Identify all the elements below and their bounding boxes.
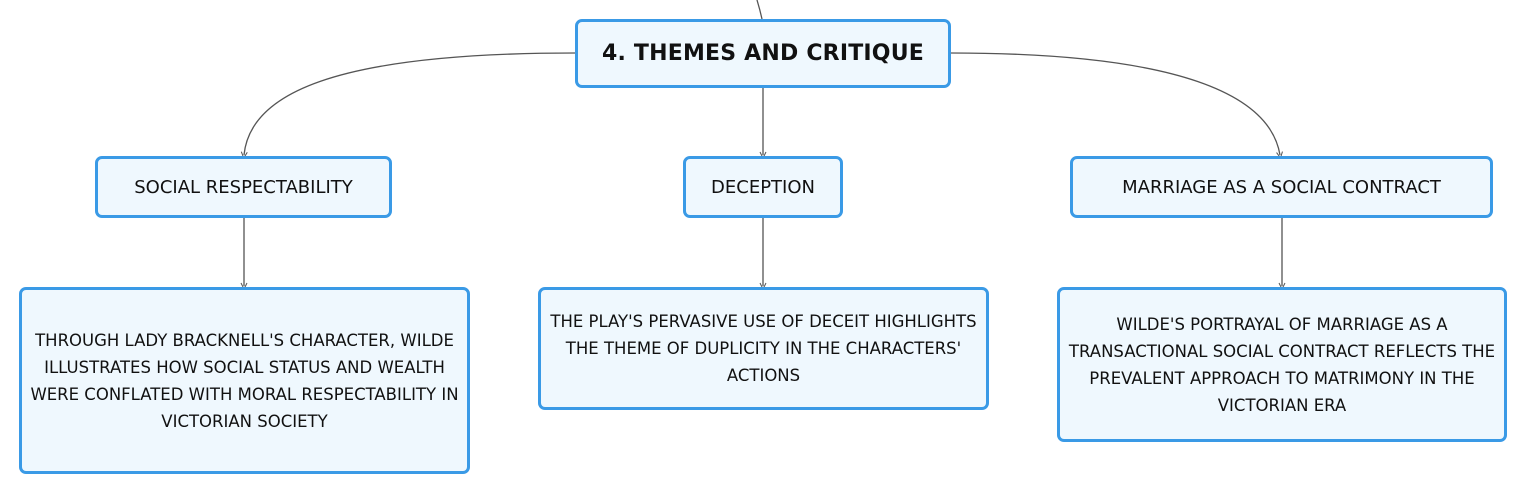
detail-node-text: THE PLAY'S PERVASIVE USE OF DECEIT HIGHL… — [550, 312, 977, 385]
parent-connector — [756, 0, 763, 20]
detail-node-text: THROUGH LADY BRACKNELL'S CHARACTER, WILD… — [30, 330, 459, 431]
detail-node-text: WILDE'S PORTRAYAL OF MARRIAGE AS A TRANS… — [1068, 314, 1496, 415]
theme-node-label: SOCIAL RESPECTABILITY — [134, 176, 353, 198]
theme-node-deception[interactable]: DECEPTION — [683, 156, 843, 218]
detail-node-marriage-social-contract[interactable]: WILDE'S PORTRAYAL OF MARRIAGE AS A TRANS… — [1057, 287, 1507, 442]
connector-root-theme-3 — [950, 52, 1280, 155]
connector-root-theme-1 — [244, 52, 576, 155]
theme-node-label: DECEPTION — [711, 176, 815, 198]
root-node[interactable]: 4. THEMES AND CRITIQUE — [575, 19, 951, 88]
theme-node-social-respectability[interactable]: SOCIAL RESPECTABILITY — [95, 156, 392, 218]
theme-node-marriage-social-contract[interactable]: MARRIAGE AS A SOCIAL CONTRACT — [1070, 156, 1493, 218]
root-node-label: 4. THEMES AND CRITIQUE — [601, 41, 924, 66]
theme-node-label: MARRIAGE AS A SOCIAL CONTRACT — [1122, 176, 1441, 198]
detail-node-deception[interactable]: THE PLAY'S PERVASIVE USE OF DECEIT HIGHL… — [538, 287, 989, 410]
detail-node-social-respectability[interactable]: THROUGH LADY BRACKNELL'S CHARACTER, WILD… — [19, 287, 470, 474]
